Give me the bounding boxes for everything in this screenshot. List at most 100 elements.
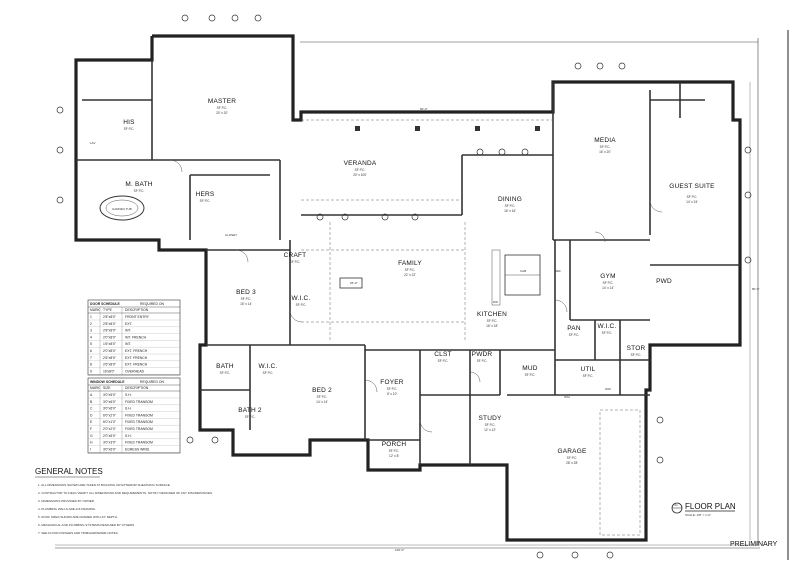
door-schedule-cell: INT. FRENCH [125,335,147,339]
door-schedule-cell: INT. [125,342,131,346]
room-bath-2: BATH 2SF P.C. [238,407,261,419]
svg-text:SF P.C.: SF P.C. [241,297,252,301]
door-swings [169,159,663,433]
svg-text:SF P.C.: SF P.C. [603,281,614,285]
svg-text:W/H: W/H [564,395,570,399]
svg-text:BED 3: BED 3 [236,289,256,296]
svg-text:GARAGE: GARAGE [557,448,586,455]
svg-text:PORCH: PORCH [382,441,407,448]
veranda-structure [301,119,553,340]
svg-text:UTIL: UTIL [581,366,596,373]
fixture-labels: GARDEN TUB CLOSET CAB W/H DW REF LAV W/D [90,141,612,399]
svg-text:12' x 8': 12' x 8' [389,454,399,458]
floor-plan-title: FLOOR PLAN [685,502,736,511]
svg-text:GUEST SUITE: GUEST SUITE [669,183,715,190]
window-schedule-row: H 3'0"x3'0" FIXED TRANSOM [88,441,180,446]
svg-text:SF P.C.: SF P.C. [438,359,449,363]
svg-text:M. BATH: M. BATH [125,181,152,188]
svg-text:80'-0": 80'-0" [752,287,760,291]
svg-text:REF: REF [555,269,561,273]
dimension-strings: 100'-0" 80'-0" 60'-0" 25'-0" [55,82,760,552]
door-schedule-note: REQUIRED ON [140,302,164,306]
svg-text:SF P.C.: SF P.C. [263,371,274,375]
svg-text:CLST: CLST [434,351,451,358]
general-note-item: 4. PLUMBING WALLS ARE 2x6 FRAMING. [38,507,96,511]
svg-text:SF P.C.: SF P.C. [631,353,642,357]
svg-text:SF P.C.: SF P.C. [405,268,416,272]
window-schedule-cell: S.H. [125,434,132,438]
general-note-item: 2. CONTRACTOR TO FIELD VERIFY ALL DIMENS… [38,491,213,495]
window-schedule-cell: 2'0"x2'0" [103,427,117,431]
svg-text:TYPE: TYPE [103,308,113,312]
svg-text:MASTER: MASTER [208,98,236,105]
window-schedule-cell: 3'0"x3'0" [103,441,117,445]
door-schedule-cell: 3 [90,329,92,333]
window-schedule-cell: FIXED TRANSOM [125,441,153,445]
svg-text:SF P.C.: SF P.C. [200,199,211,203]
svg-text:DESCRIPTION: DESCRIPTION [125,308,149,312]
window-schedule-note: REQUIRED ON [140,380,164,384]
drawing-scale: SCALE: 1/8" = 1'-0" [685,513,711,517]
door-schedule-cell: EXT. FRENCH [125,349,148,353]
svg-text:SF P.C.: SF P.C. [124,127,135,131]
svg-text:SF P.C.: SF P.C. [245,415,256,419]
general-notes: GENERAL NOTES 1. ALL DIMENSIONS SHOWN AR… [35,467,213,535]
svg-text:SF P.C.: SF P.C. [569,333,580,337]
title-block: 01 FLOOR PLAN SCALE: 1/8" = 1'-0" PRELIM… [671,502,778,548]
window-schedule-cell: FIXED TRANSOM [125,400,153,404]
svg-text:SF P.C.: SF P.C. [296,303,307,307]
room-bed-2: BED 2SF P.C.14' x 14' [312,387,332,404]
svg-text:CLOSET: CLOSET [225,233,237,237]
garden-tub [99,195,145,221]
window-schedule-cell: C [90,407,93,411]
svg-text:15' x 14': 15' x 14' [240,302,252,306]
svg-text:CRAFT: CRAFT [284,252,307,259]
general-note-item: 6. MECHANICAL AND PLUMBING SYSTEMS DESIG… [38,523,135,527]
window-schedule-cell: FIXED TRANSOM [125,420,153,424]
svg-text:SF P.C.: SF P.C. [525,373,536,377]
svg-text:25'-0": 25'-0" [350,281,358,285]
window-schedule-cell: S.H. [125,393,132,397]
window-schedule-cell: 2'0"x5'0" [103,434,117,438]
room-bed-3: BED 3SF P.C.15' x 14' [236,289,256,306]
svg-text:SF P.C.: SF P.C. [485,423,496,427]
exterior-walls [74,34,742,542]
window-schedule-cell: FIXED TRANSOM [125,427,153,431]
door-schedule-row: 6 2'0"x8'0" EXT. FRENCH [88,349,180,355]
svg-text:12' x 12': 12' x 12' [484,428,496,432]
window-schedule-cell: H [90,441,93,445]
svg-text:SF P.C.: SF P.C. [134,189,145,193]
svg-text:GYM: GYM [600,273,615,280]
door-schedule-cell: 2'0"x8'0" [103,349,117,353]
window-schedule-cell: S.H. [125,407,132,411]
drawing-number: 01 [675,503,679,507]
door-schedule-cell: EXT. FRENCH [125,363,148,367]
svg-text:100'-0": 100'-0" [395,548,404,552]
window-schedule: WINDOW SCHEDULE REQUIRED ON MARK SIZE DE… [87,377,181,454]
svg-text:LAV: LAV [90,141,95,145]
svg-text:20' x 100': 20' x 100' [353,173,367,177]
door-schedule-cell: 1'6"x8'0" [103,342,117,346]
door-schedule-cell: 6 [90,349,92,353]
svg-text:VERANDA: VERANDA [344,160,377,167]
svg-text:DW: DW [493,300,498,304]
svg-text:PWD: PWD [656,278,672,285]
window-schedule-cell: 3'0"x6'0" [103,407,117,411]
